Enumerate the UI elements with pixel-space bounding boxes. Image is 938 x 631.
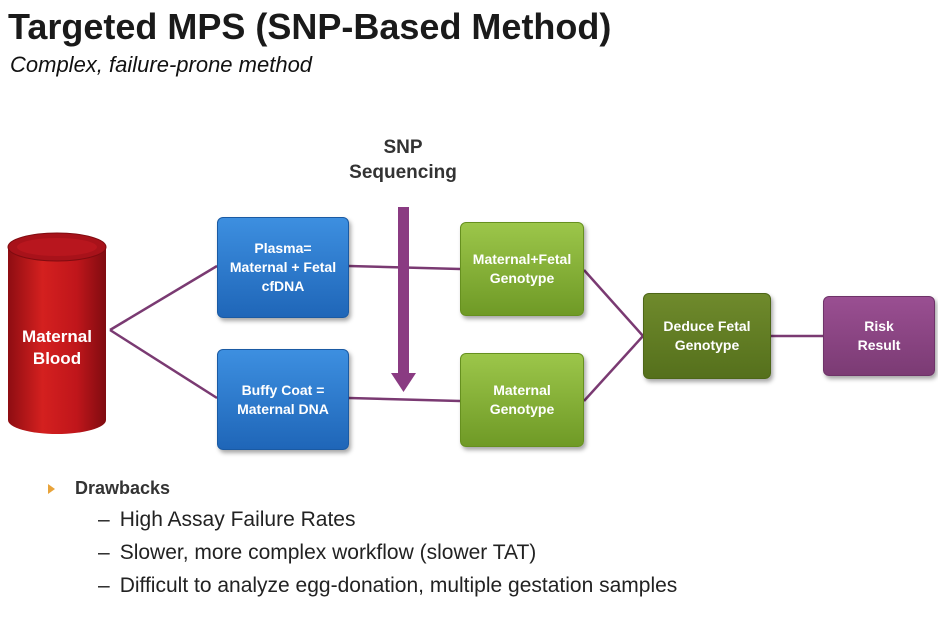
connector-buffy-m bbox=[348, 396, 461, 403]
plasma-box: Plasma= Maternal + Fetal cfDNA bbox=[217, 217, 349, 318]
dash-icon: – bbox=[98, 574, 110, 597]
connector-mf-deduce bbox=[583, 269, 644, 337]
drawbacks-heading: Drawbacks bbox=[48, 478, 677, 499]
maternal-blood-cylinder bbox=[7, 232, 107, 434]
maternal-blood-label: Maternal Blood bbox=[22, 327, 92, 369]
drawbacks-heading-text: Drawbacks bbox=[75, 478, 171, 498]
deduce-fetal-genotype-box: Deduce Fetal Genotype bbox=[643, 293, 771, 379]
drawback-text: Slower, more complex workflow (slower TA… bbox=[119, 541, 537, 564]
risk-result-label: Risk Result bbox=[857, 318, 901, 353]
slide-title: Targeted MPS (SNP-Based Method) bbox=[8, 6, 612, 47]
dash-icon: – bbox=[98, 508, 110, 531]
risk-result-box: Risk Result bbox=[823, 296, 935, 376]
drawback-item: – Slower, more complex workflow (slower … bbox=[98, 541, 677, 565]
drawback-item: – High Assay Failure Rates bbox=[98, 508, 677, 532]
connector-blood-plasma bbox=[109, 264, 218, 332]
plasma-label: Plasma= Maternal + Fetal cfDNA bbox=[229, 240, 337, 294]
drawback-text: High Assay Failure Rates bbox=[119, 508, 356, 531]
buffy-coat-label: Buffy Coat = Maternal DNA bbox=[237, 381, 329, 417]
maternal-genotype-label: Maternal Genotype bbox=[489, 382, 555, 417]
deduce-fetal-genotype-label: Deduce Fetal Genotype bbox=[663, 318, 751, 353]
drawback-item: – Difficult to analyze egg-donation, mul… bbox=[98, 574, 677, 598]
snp-sequencing-label: SNP Sequencing bbox=[349, 137, 457, 183]
maternal-fetal-genotype-box: Maternal+Fetal Genotype bbox=[460, 222, 584, 316]
maternal-genotype-box: Maternal Genotype bbox=[460, 353, 584, 447]
buffy-coat-box: Buffy Coat = Maternal DNA bbox=[217, 349, 349, 450]
snp-sequencing-arrow bbox=[391, 207, 416, 392]
connector-m-deduce bbox=[583, 335, 644, 402]
drawback-text: Difficult to analyze egg-donation, multi… bbox=[119, 574, 678, 597]
bullet-arrow-icon bbox=[48, 483, 55, 494]
maternal-fetal-genotype-label: Maternal+Fetal Genotype bbox=[472, 251, 572, 286]
dash-icon: – bbox=[98, 541, 110, 564]
drawbacks-list: Drawbacks – High Assay Failure Rates – S… bbox=[48, 478, 677, 598]
connector-blood-buffy bbox=[109, 328, 218, 400]
slide-subtitle: Complex, failure-prone method bbox=[10, 52, 313, 77]
